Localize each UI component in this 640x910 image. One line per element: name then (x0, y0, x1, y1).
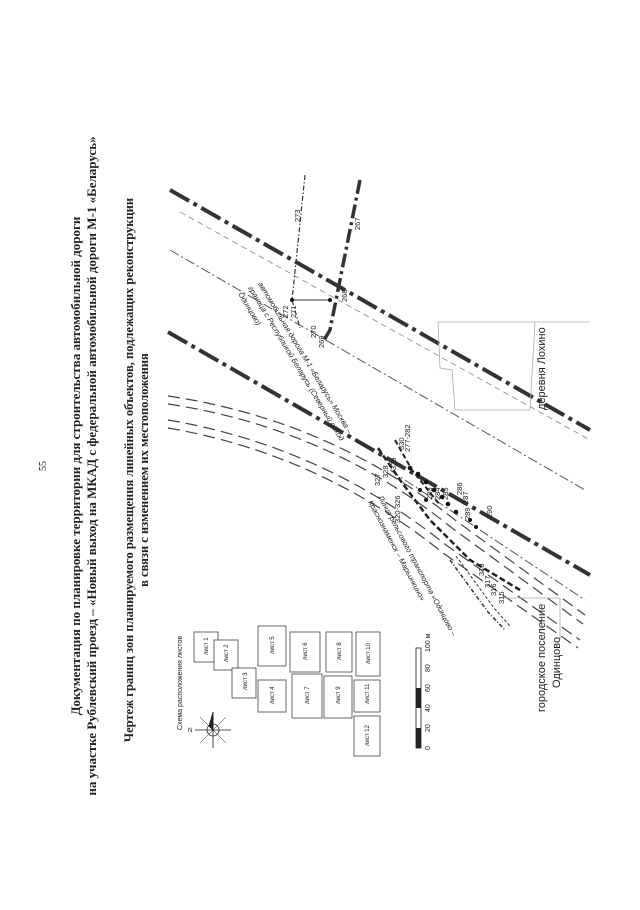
point-label: 328 (381, 465, 390, 478)
sheet-label: лист 3 (243, 672, 249, 690)
point-label-group: 273 272 271 270 269 268 267 277-282 330 … (281, 209, 506, 604)
scale-tick: 80 (425, 664, 432, 672)
point-label: 316 (489, 583, 498, 596)
point-label: 318 (477, 563, 486, 576)
page-number: 55 (38, 461, 49, 471)
point-label: 284 (433, 487, 442, 500)
scale-tick: 40 (425, 704, 432, 712)
point-label: 277-282 (403, 424, 412, 452)
point-label: 317 (483, 575, 492, 588)
point-markers (290, 298, 478, 529)
point-label: 286 (455, 482, 464, 495)
header-line-2: на участке Рублевский проезд – «Новый вы… (84, 136, 99, 795)
rail-label-1: Линия рельсового транспорта «Одинцово – (376, 493, 459, 638)
sheet-label: лист 12 (365, 724, 371, 746)
point-label: 327 (373, 473, 382, 486)
scale-tick: 100 м (425, 633, 432, 652)
sheet-label: лист 6 (303, 642, 309, 660)
svg-text:N: N (188, 728, 192, 734)
point-label: 271 (289, 305, 298, 318)
scale-tick: 0 (425, 746, 432, 750)
drawing-title-line-1: Чертеж границ зон планируемого размещени… (122, 198, 136, 742)
point-label: 269 (317, 335, 326, 348)
point-label: 320-326 (393, 495, 402, 523)
point-label: 268 (340, 289, 349, 302)
town-label-1: городское поселение (536, 604, 548, 712)
sheet-label: лист 2 (224, 644, 230, 662)
point-label: 270 (309, 325, 318, 338)
sheet-label: лист 4 (270, 686, 276, 704)
scale-tick: 60 (425, 684, 432, 692)
point-label: 289 (463, 507, 472, 520)
point-label: 272 (281, 305, 290, 318)
compass-rose-icon: N (188, 711, 231, 748)
sheet-label: лист 7 (305, 686, 311, 704)
point-label: 267 (353, 217, 362, 230)
point-label: 283 (425, 487, 434, 500)
point-label: 315 (497, 591, 506, 604)
village-label: деревня Лохино (536, 327, 548, 410)
sheet-label: лист 11 (365, 683, 371, 704)
town-label-2: Одинцово (551, 637, 563, 688)
sheet-label: лист 1 (204, 637, 210, 655)
scale-bar: 0 20 40 60 80 100 м (415, 633, 432, 750)
scale-tick: 20 (425, 724, 432, 732)
point-label: 273 (293, 209, 302, 222)
scheme-title: Схема расположения листов (177, 636, 184, 730)
map-linework (167, 174, 591, 649)
sheet-label: лист 10 (366, 642, 372, 664)
sheet-scheme: Схема расположения листов N лист 1 лис (177, 625, 381, 757)
header-line-1: Документация по планировке территории дл… (68, 216, 83, 715)
point-label: 290 (485, 505, 494, 518)
sheet-label: лист 8 (337, 642, 343, 660)
point-label: 329 (389, 457, 398, 470)
sheet-label: лист 9 (336, 686, 342, 704)
point-label: 285 (441, 487, 450, 500)
point-label: 330 (397, 437, 406, 450)
drawing-title-line-2: в связи с изменением их местоположения (137, 353, 151, 587)
sheet-label: лист 5 (270, 636, 276, 654)
point-label: 287 (461, 491, 470, 504)
